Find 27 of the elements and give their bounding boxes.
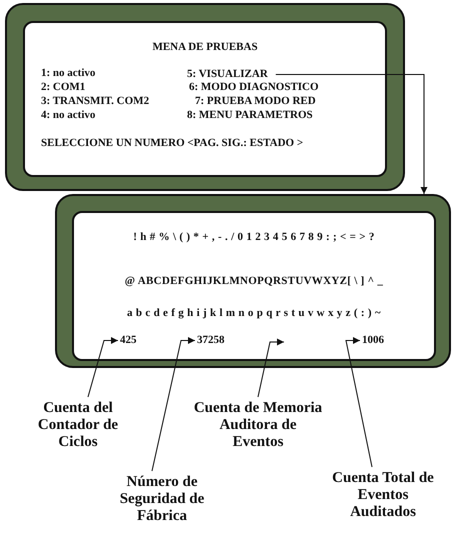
callout-label: Número de Seguridad de Fábrica	[112, 474, 212, 525]
callout-label: Cuenta Total de Eventos Auditados	[328, 470, 438, 521]
menu-item: 2: COM1	[41, 81, 86, 94]
menu-item: 7: PRUEBA MODO RED	[195, 95, 316, 108]
character-row-text: a b c d e f g h i j k l m n o p q r s t u v w x y z ( : ) ~	[126, 307, 382, 320]
monitor-frame	[55, 194, 451, 368]
menu-item: 8: MENU PARAMETROS	[187, 109, 313, 122]
leader-line	[88, 337, 118, 398]
arrow	[275, 74, 428, 194]
menu-item: 6: MODO DIAGNOSTICO	[189, 81, 319, 94]
counter-value: 1006	[362, 334, 384, 347]
counter-value: 425	[120, 334, 136, 347]
character-row-text: @ ABCDEFGHIJKLMNOPQRSTUVWXYZ[ \ ] ^ _	[124, 275, 384, 288]
character-row-text: ! h # % \ ( ) * + , - . / 0 1 2 3 4 5 6 7 8 9 : ; < = > ?	[132, 231, 376, 244]
prompt-text: SELECCIONE UN NUMERO <PAG. SIG.: ESTADO >	[41, 137, 304, 150]
leader-line	[258, 338, 284, 398]
menu-item: 5: VISUALIZAR	[187, 68, 268, 81]
callout-label: Cuenta del Contador de Ciclos	[28, 400, 128, 451]
menu-item: 4: no activo	[41, 109, 96, 122]
callout-label: Cuenta de Memoria Auditora de Eventos	[193, 400, 323, 451]
menu-item: 3: TRANSMIT. COM2	[41, 95, 150, 108]
screen-title: MENA DE PRUEBAS	[151, 41, 259, 54]
menu-item: 1: no activo	[41, 67, 96, 80]
monitor-frame	[5, 3, 405, 191]
leader-line	[152, 337, 196, 472]
counter-value: 37258	[197, 334, 224, 347]
leader-line	[345, 337, 372, 468]
